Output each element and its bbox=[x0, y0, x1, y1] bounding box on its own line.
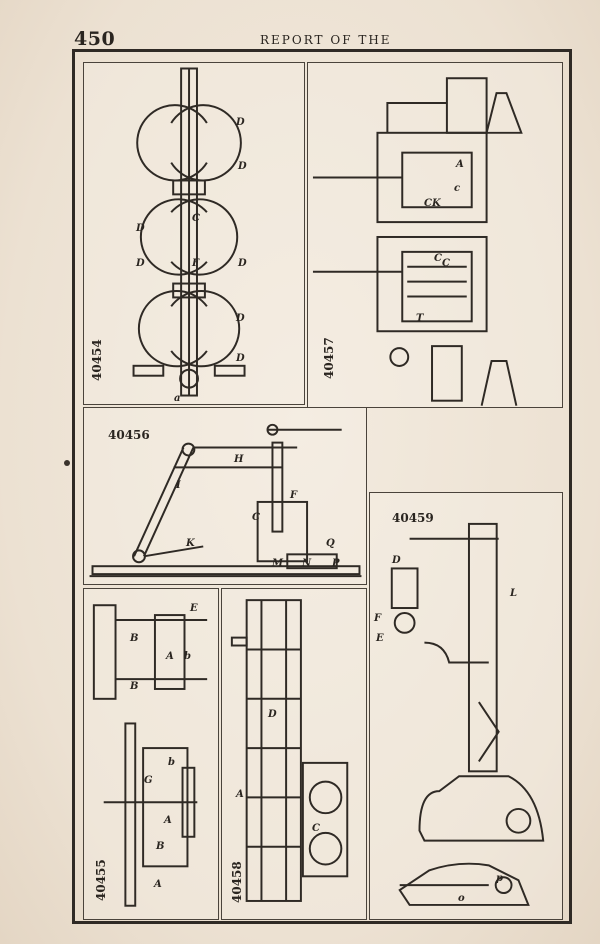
figure-40455-letter-b-small-1: b bbox=[184, 651, 191, 662]
figure-40458-label: 40458 bbox=[230, 861, 244, 903]
figure-40456-letter-f: F bbox=[290, 490, 298, 501]
figure-40455-letter-a-2: A bbox=[164, 815, 172, 826]
figure-40456-letter-c: C bbox=[252, 512, 260, 523]
figure-40459-letter-p: p bbox=[496, 873, 503, 884]
figure-40459-letter-l: L bbox=[510, 588, 518, 599]
figure-40459-panel: 40459 D F E L o p bbox=[369, 492, 563, 920]
figure-40456-letter-n: N bbox=[302, 558, 312, 569]
figure-40454-drawing bbox=[132, 67, 246, 397]
plate-frame: 40454 D D D D D D D C F a bbox=[72, 49, 572, 924]
page-number: 450 bbox=[74, 28, 116, 50]
figure-40456-letter-k: K bbox=[186, 538, 195, 549]
figure-40458-drawing bbox=[230, 599, 349, 902]
figure-40456-label: 40456 bbox=[108, 428, 150, 442]
figure-40455-letter-a-3: A bbox=[154, 879, 162, 890]
figure-40459-drawing bbox=[390, 522, 545, 906]
figure-40455-letter-b-2: B bbox=[130, 681, 139, 692]
figure-40456-letter-i: I bbox=[176, 480, 181, 491]
figure-40454-letter-d-4: D bbox=[136, 258, 145, 269]
figure-40456-drawing bbox=[89, 423, 362, 578]
figure-40458-letter-d: D bbox=[268, 709, 277, 720]
running-title: REPORT OF THE bbox=[260, 33, 392, 47]
figure-40459-label: 40459 bbox=[392, 511, 434, 525]
figure-40459-letter-f: F bbox=[374, 613, 382, 624]
figure-40455-drawing bbox=[92, 604, 208, 907]
figure-40458-letter-a: A bbox=[236, 789, 244, 800]
figure-40454-letter-f: F bbox=[192, 258, 200, 269]
figure-40456-letter-m: M bbox=[272, 558, 284, 569]
figure-40454-letter-d-3: D bbox=[136, 223, 145, 234]
figure-40457-panel: 40457 C K A c C C T bbox=[307, 62, 563, 408]
page-header: 450 REPORT OF THE bbox=[74, 28, 550, 50]
figure-40459-letter-e: E bbox=[376, 633, 384, 644]
figure-40459-letter-o: o bbox=[458, 893, 465, 904]
figure-40455-panel: 40455 E B B A b G b A B A bbox=[83, 588, 219, 920]
figure-40455-letter-a-1: A bbox=[166, 651, 174, 662]
figure-40457-letter-c-3: C bbox=[442, 258, 450, 269]
figure-40456-letter-p: P bbox=[332, 558, 340, 569]
figure-40457-letter-c: C bbox=[424, 198, 432, 209]
figure-40458-panel: 40458 D A C bbox=[221, 588, 367, 920]
figure-40459-letter-d: D bbox=[392, 555, 401, 566]
figure-40454-letter-a: a bbox=[174, 393, 181, 404]
figure-40454-panel: 40454 D D D D D D D C F a bbox=[83, 62, 305, 405]
figure-40457-drawing bbox=[312, 77, 523, 406]
figure-40455-letter-g: G bbox=[144, 775, 153, 786]
figure-40457-letter-c-small: c bbox=[454, 183, 461, 194]
figure-40457-label: 40457 bbox=[322, 337, 336, 379]
figure-40455-letter-e: E bbox=[190, 603, 198, 614]
figure-40457-letter-a: A bbox=[456, 159, 464, 170]
figure-40457-letter-t: T bbox=[416, 313, 424, 324]
figure-40454-letter-d-2: D bbox=[238, 161, 247, 172]
binding-hole bbox=[64, 460, 70, 466]
figure-40454-label: 40454 bbox=[90, 339, 104, 381]
figure-40455-letter-b-1: B bbox=[130, 633, 139, 644]
figure-40455-label: 40455 bbox=[94, 859, 108, 901]
figure-40455-letter-b-small-2: b bbox=[168, 757, 175, 768]
figure-40454-letter-d-7: D bbox=[236, 353, 245, 364]
figure-40458-letter-c: C bbox=[312, 823, 320, 834]
figure-40455-letter-b-3: B bbox=[156, 841, 165, 852]
figure-40457-letter-c-2: C bbox=[434, 253, 442, 264]
figure-40456-letter-h: H bbox=[234, 454, 244, 465]
figure-40454-letter-d-5: D bbox=[238, 258, 247, 269]
figure-40456-letter-q: Q bbox=[326, 538, 335, 549]
figure-40456-panel: 40456 H I F C K M N P Q bbox=[83, 407, 367, 585]
figure-40454-letter-d-1: D bbox=[236, 117, 245, 128]
figure-40457-letter-k: K bbox=[432, 198, 441, 209]
figure-40454-letter-d-6: D bbox=[236, 313, 245, 324]
figure-40454-letter-c: C bbox=[192, 213, 200, 224]
